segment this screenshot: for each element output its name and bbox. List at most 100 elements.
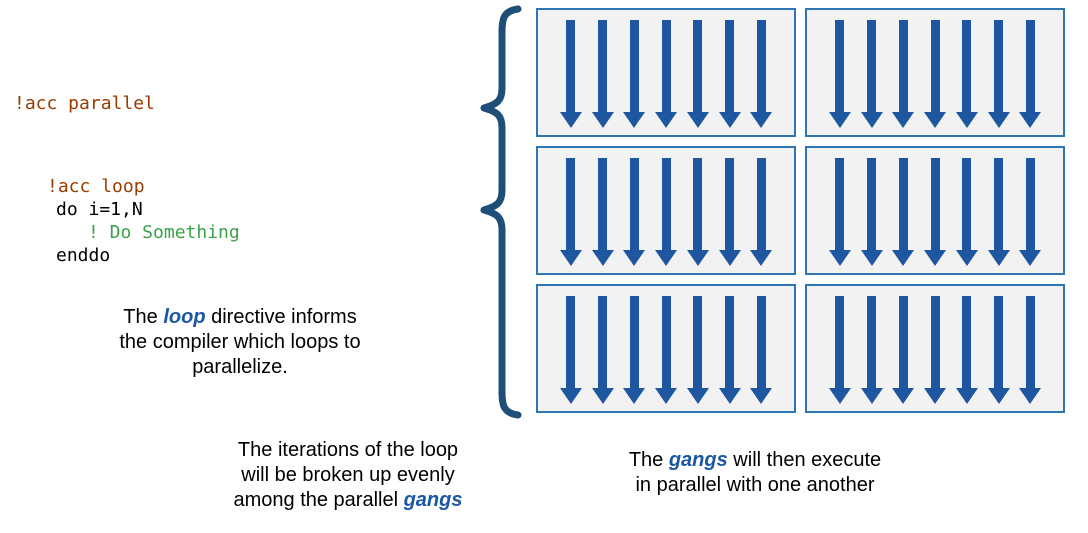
arrow-head [655,250,677,266]
arrow-head [860,250,883,266]
code-acc-parallel: !acc parallel [14,93,155,114]
arrow-shaft [962,20,972,112]
arrow-shaft [725,296,734,388]
iteration-arrow-icon [1019,20,1042,128]
arrow-shaft [1025,296,1035,388]
iteration-arrow-icon [892,296,915,404]
iteration-arrow-icon [591,20,614,128]
arrow-shaft [835,20,845,112]
arrow-shaft [566,158,576,250]
arrow-head [987,388,1010,404]
keyword-gangs: gangs [668,449,728,471]
gang-box [805,146,1065,275]
arrow-head [924,112,946,128]
iteration-arrow-icon [655,158,677,266]
arrow-head [559,388,582,404]
brace-icon [480,5,522,419]
gang-box [536,146,796,275]
arrow-head [828,112,851,128]
arrow-shaft [693,158,703,250]
arrow-shaft [930,158,940,250]
caption-gangs-execute: The gangs will then execute in parallel … [555,448,955,498]
caption-text: The [628,449,669,471]
iteration-arrow-icon [828,158,851,266]
arrow-head [828,388,851,404]
arrow-head [655,388,677,404]
arrow-head [559,250,582,266]
arrow-head [623,250,646,266]
iteration-arrow-icon [623,296,646,404]
arrow-shaft [598,158,607,250]
iteration-arrow-icon [718,296,741,404]
caption-line: parallelize. [192,356,288,378]
iteration-arrow-icon [559,296,582,404]
caption-text: will then execute [727,449,882,471]
arrow-shaft [867,20,876,112]
arrow-head [655,112,677,128]
arrow-head [686,388,709,404]
arrow-head [623,112,646,128]
arrow-shaft [661,296,671,388]
iteration-arrow-icon [924,158,946,266]
iteration-arrow-icon [860,296,883,404]
keyword-gangs: gangs [403,489,463,511]
gang-box [805,8,1065,137]
arrow-shaft [835,158,845,250]
arrow-head [860,112,883,128]
gang-box [536,284,796,413]
arrow-head [892,388,915,404]
arrow-head [718,250,741,266]
iteration-arrow-icon [924,296,946,404]
caption-text: among the parallel [233,489,404,511]
arrow-head [591,388,614,404]
arrow-shaft [898,20,908,112]
arrow-head [591,250,614,266]
iteration-arrow-icon [686,20,709,128]
caption-line: the compiler which loops to [119,331,361,353]
iteration-arrow-icon [718,158,741,266]
caption-line: The loop directive informs [60,305,420,330]
iteration-arrow-icon [987,296,1010,404]
caption-text: The [123,306,164,328]
arrow-shaft [725,158,734,250]
arrow-shaft [661,20,671,112]
iteration-arrow-icon [828,296,851,404]
gang-box [805,284,1065,413]
iteration-arrow-icon [955,296,978,404]
arrow-shaft [598,296,607,388]
iteration-arrow-icon [655,296,677,404]
caption-iterations: The iterations of the loop will be broke… [168,438,528,513]
arrow-head [559,112,582,128]
arrow-shaft [962,158,972,250]
caption-line: The iterations of the loop [237,439,459,461]
arrow-shaft [1025,20,1035,112]
iteration-arrow-icon [987,20,1010,128]
gang-grid [536,8,1065,413]
iteration-arrow-icon [750,158,773,266]
arrow-head [1019,250,1042,266]
arrow-head [750,388,773,404]
arrow-head [718,112,741,128]
arrow-head [686,250,709,266]
arrow-shaft [867,296,876,388]
iteration-arrow-icon [686,296,709,404]
iteration-arrow-icon [559,20,582,128]
iteration-arrow-icon [623,158,646,266]
arrow-shaft [629,20,639,112]
caption-text: directive informs [205,306,357,328]
arrow-shaft [629,296,639,388]
arrow-shaft [566,20,576,112]
iteration-arrow-icon [1019,296,1042,404]
arrow-shaft [693,20,703,112]
arrow-head [892,250,915,266]
keyword-loop: loop [163,306,206,328]
code-enddo-line: enddo [56,245,111,266]
arrow-shaft [962,296,972,388]
arrow-head [987,250,1010,266]
iteration-arrow-icon [987,158,1010,266]
arrow-shaft [898,296,908,388]
iteration-arrow-icon [860,20,883,128]
arrow-shaft [930,20,940,112]
iteration-arrow-icon [591,158,614,266]
arrow-shaft [867,158,876,250]
